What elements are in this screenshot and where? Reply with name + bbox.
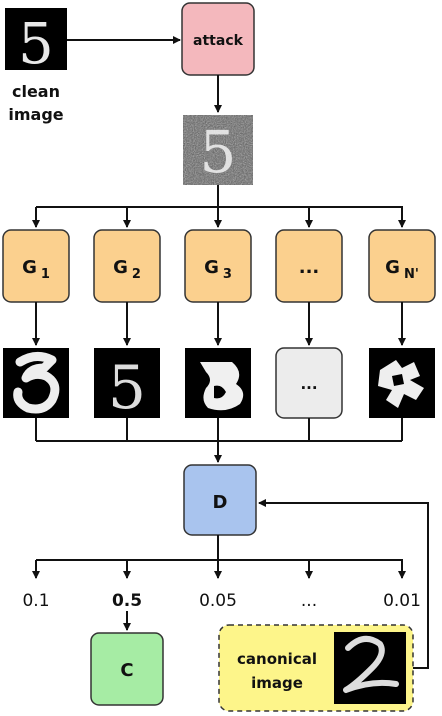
- output-image-1: [3, 348, 69, 418]
- discriminator-label: D: [213, 492, 228, 513]
- attack-label: attack: [193, 33, 244, 49]
- output-placeholder-label: ...: [300, 375, 317, 393]
- adversarial-image: 5: [183, 115, 253, 186]
- clean-image-label-line2: image: [8, 105, 63, 124]
- output-image-n: [369, 348, 435, 418]
- clean-image-label-line1: clean: [12, 82, 60, 101]
- clean-image: 5: [5, 8, 67, 77]
- canonical-image: [334, 632, 406, 704]
- score-5: 0.01: [383, 591, 421, 611]
- arrow-canonical-to-discriminator: [258, 499, 429, 669]
- score-1: 0.1: [22, 591, 49, 611]
- score-3: 0.05: [199, 591, 237, 611]
- classifier-label: C: [120, 660, 133, 681]
- score-4: ...: [301, 591, 317, 611]
- classifier-box: [90, 632, 164, 706]
- svg-text:5: 5: [108, 353, 146, 423]
- generator-box-5: [368, 229, 436, 303]
- score-2: 0.5: [112, 591, 142, 611]
- output-image-2: 5: [94, 348, 160, 423]
- clean-image-digit: 5: [18, 12, 54, 77]
- discriminator-box: [183, 464, 257, 536]
- canonical-label-line2: image: [251, 674, 303, 692]
- output-image-3: [185, 348, 251, 418]
- svg-text:5: 5: [200, 118, 237, 186]
- generator-label-4: ...: [299, 257, 320, 278]
- canonical-label-line1: canonical: [237, 650, 317, 668]
